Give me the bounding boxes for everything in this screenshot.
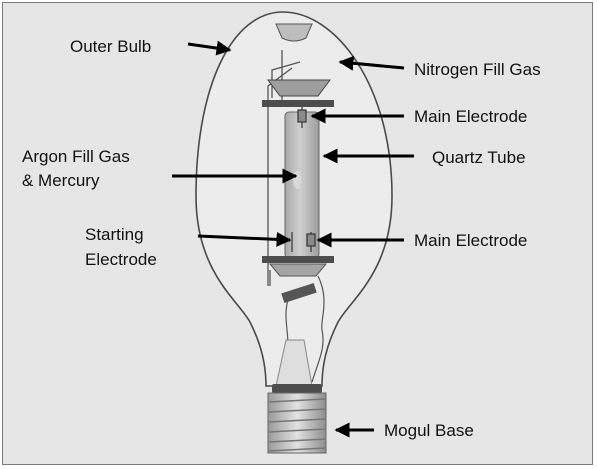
label-argon-fill-gas-line2: & Mercury	[22, 171, 100, 190]
arc-tube-highlight	[293, 171, 301, 189]
neck-band	[272, 384, 322, 393]
arrow-starting-electrode	[197, 231, 292, 247]
top-mount	[262, 79, 334, 107]
bottom-mount-cup	[268, 263, 328, 277]
arrow-nitrogen-fill-gas	[338, 55, 405, 71]
bottom-electrodes	[291, 232, 316, 252]
resistor	[281, 282, 317, 304]
label-main-electrode-bottom: Main Electrode	[414, 231, 528, 250]
label-outer-bulb: Outer Bulb	[70, 37, 152, 56]
label-starting-electrode-line2: Electrode	[85, 250, 157, 269]
label-mogul-base: Mogul Base	[384, 421, 474, 440]
bottom-mount-plate	[262, 256, 334, 263]
label-nitrogen-fill-gas: Nitrogen Fill Gas	[414, 60, 541, 79]
label-argon-fill-gas-line1: Argon Fill Gas	[22, 147, 130, 166]
bulb-top-cap	[275, 23, 313, 42]
label-starting-electrode-line1: Starting	[85, 225, 144, 244]
arrow-outer-bulb	[187, 40, 232, 56]
mogul-screw-base	[267, 392, 327, 454]
label-main-electrode-top: Main Electrode	[414, 107, 528, 126]
label-quartz-tube: Quartz Tube	[432, 148, 526, 167]
top-main-electrode	[297, 107, 307, 128]
